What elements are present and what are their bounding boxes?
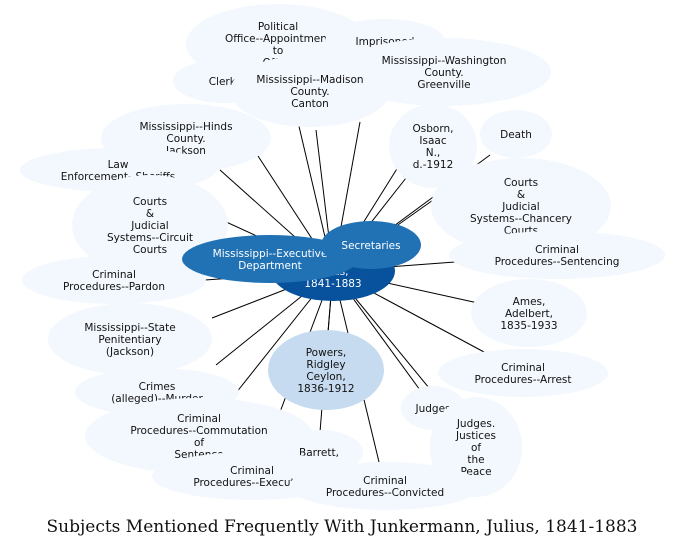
node-penitentiary-label: (Jackson) xyxy=(106,346,154,358)
diagram-caption: Subjects Mentioned Frequently With Junke… xyxy=(47,517,638,537)
node-sentencing-shape xyxy=(449,231,665,279)
node-mississippi-madison-shape xyxy=(230,55,390,127)
node-pardon-label: Procedures--Pardon xyxy=(63,281,165,293)
node-penitentiary-label: Mississippi--State xyxy=(84,322,175,334)
node-mississippi-washington-label: Mississippi--Washington xyxy=(382,55,507,67)
node-osborn-label: N., xyxy=(426,147,441,159)
node-mississippi-washington-label: County. xyxy=(424,67,463,79)
node-commutation-label: Criminal xyxy=(177,413,221,425)
node-osborn-label: d.-1912 xyxy=(413,159,454,171)
node-courts-chancery-shape xyxy=(431,158,611,254)
node-mississippi-washington-label: Greenville xyxy=(417,79,470,91)
node-powers-label: 1836-1912 xyxy=(297,383,354,395)
node-arrest-label: Criminal xyxy=(501,362,545,374)
node-death[interactable]: Death xyxy=(480,110,552,158)
node-ames-label: 1835-1933 xyxy=(500,320,557,332)
node-convicted-label: Procedures--Convicted xyxy=(326,487,444,499)
node-ames-shape xyxy=(471,279,587,347)
node-powers-label: Powers, xyxy=(306,347,347,359)
node-ames-label: Adelbert, xyxy=(505,308,553,320)
node-commutation-label: Procedures--Commutation xyxy=(130,425,267,437)
node-mississippi-hinds-label: Mississippi--Hinds xyxy=(139,121,232,133)
node-courts-chancery-label: Systems--Chancery xyxy=(470,213,572,225)
node-sentencing-label: Criminal xyxy=(535,244,579,256)
node-courts-chancery-label: Judicial xyxy=(501,201,539,213)
node-barrett-label: Barrett, xyxy=(299,447,339,459)
node-courts-circuit-label: Courts xyxy=(133,196,167,208)
node-powers-label: Ceylon, xyxy=(306,371,345,383)
node-political-office-label: Political xyxy=(258,21,298,33)
node-law-enforcement-label: Law xyxy=(108,159,129,171)
node-osborn-shape xyxy=(389,104,477,188)
node-executive-department-label: Mississippi--Executive xyxy=(213,248,328,260)
node-ames-label: Ames, xyxy=(513,296,546,308)
node-secretaries-label: Secretaries xyxy=(341,240,400,252)
node-powers-label: Ridgley xyxy=(306,359,345,371)
node-crimes-murder-label: Crimes xyxy=(139,381,176,393)
node-courts-circuit-label: Systems--Circuit xyxy=(107,232,193,244)
node-secretaries-shape xyxy=(321,221,421,269)
node-commutation-label: of xyxy=(194,437,204,449)
node-courts-circuit-label: Judicial xyxy=(130,220,168,232)
node-penitentiary-shape xyxy=(48,303,212,375)
node-pardon-shape xyxy=(22,256,206,304)
node-pardon-label: Criminal xyxy=(92,269,136,281)
node-arrest-label: Procedures--Arrest xyxy=(474,374,571,386)
node-courts-circuit-label: Courts xyxy=(133,244,167,256)
node-judges-label: Judges xyxy=(414,403,450,415)
node-courts-chancery-label: & xyxy=(517,189,525,201)
node-convicted-label: Criminal xyxy=(363,475,407,487)
node-mississippi-madison-label: County. xyxy=(290,86,329,98)
node-center-junkermann-label: 1841-1883 xyxy=(304,278,361,290)
node-convicted-shape xyxy=(289,462,481,510)
node-penitentiary-label: Penitentiary xyxy=(98,334,161,346)
node-courts-chancery-label: Courts xyxy=(504,177,538,189)
node-arrest-shape xyxy=(438,349,608,397)
node-sentencing-label: Procedures--Sentencing xyxy=(495,256,620,268)
node-powers-shape xyxy=(268,330,384,410)
node-ames[interactable]: Ames,Adelbert,1835-1933 xyxy=(471,279,587,347)
node-execution-label: Procedures--Execution xyxy=(193,477,310,489)
node-mississippi-washington-shape xyxy=(337,38,551,106)
nodes: PoliticalOffice--AppointmenttoOfficeImpr… xyxy=(20,4,665,510)
node-mississippi-hinds-label: County. xyxy=(166,133,205,145)
node-mississippi-madison-label: Canton xyxy=(291,98,329,110)
node-judges-justices-label: Judges. xyxy=(456,418,495,430)
node-mississippi-madison-label: Mississippi--Madison xyxy=(256,74,363,86)
node-executive-department-shape xyxy=(182,235,358,283)
node-political-office-label: to xyxy=(273,45,284,57)
node-secretaries[interactable]: Secretaries xyxy=(321,221,421,269)
node-execution-label: Criminal xyxy=(230,465,274,477)
node-courts-circuit-label: & xyxy=(146,208,154,220)
node-judges-justices-label: the xyxy=(467,454,484,466)
node-political-office-label: Office--Appointment xyxy=(225,33,331,45)
node-osborn-label: Osborn, xyxy=(413,123,454,135)
node-judges-justices-label: Justices xyxy=(455,430,496,442)
node-judges-justices-label: of xyxy=(471,442,481,454)
node-executive-department-label: Department xyxy=(238,260,302,272)
node-osborn-label: Isaac xyxy=(419,135,446,147)
node-death-label: Death xyxy=(500,129,532,141)
node-death-shape xyxy=(480,110,552,158)
